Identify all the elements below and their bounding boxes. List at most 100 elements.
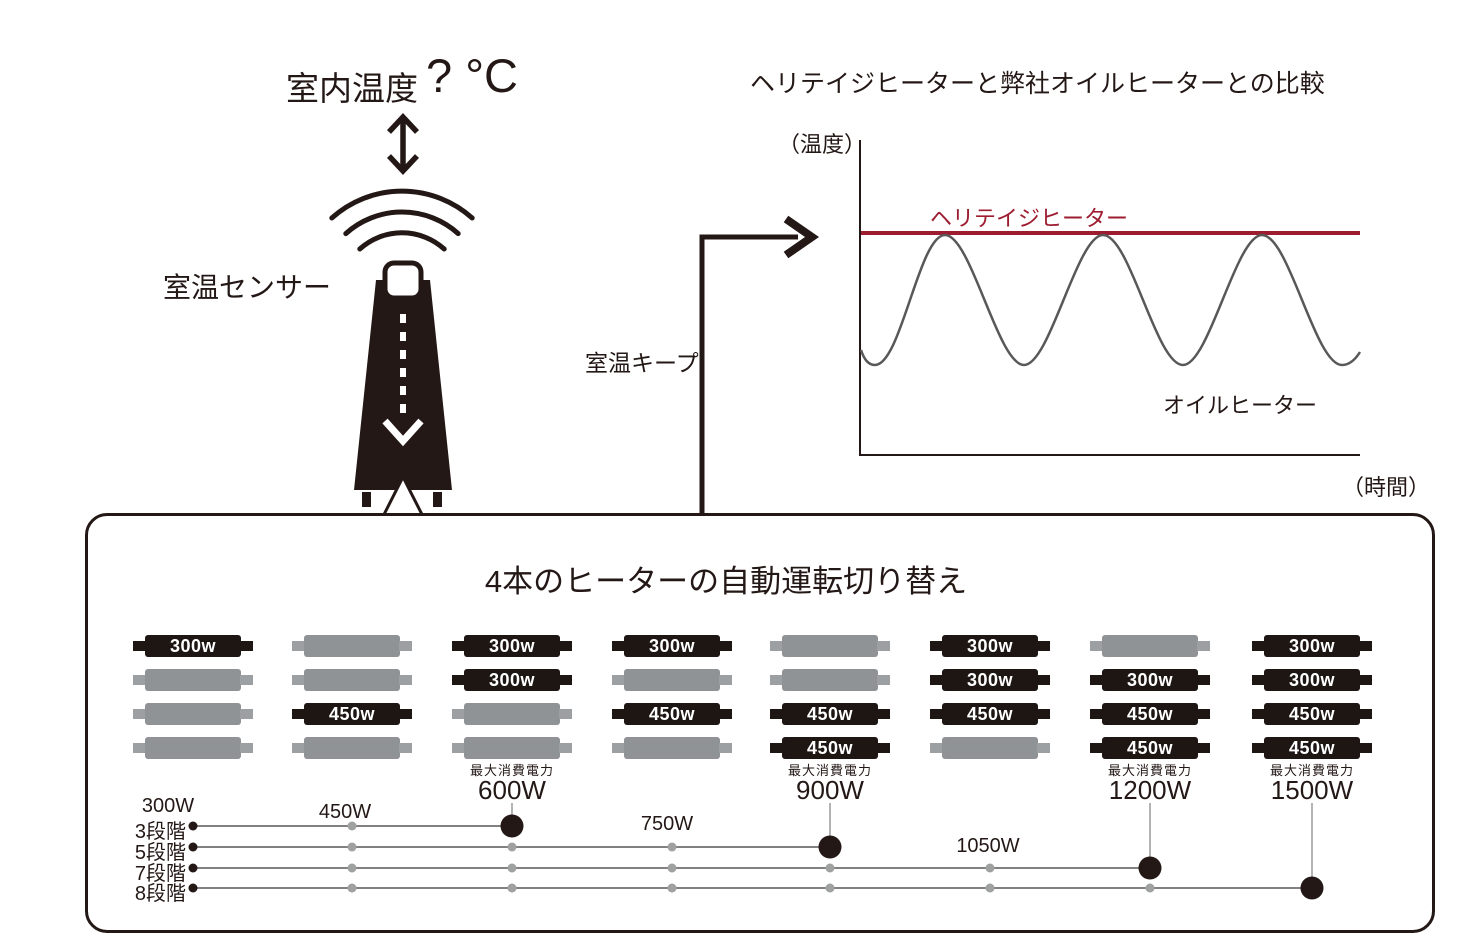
heater-bar-end-right	[1197, 675, 1210, 685]
heater-bar-end-left	[133, 675, 146, 685]
heater-bar-end-right	[399, 641, 412, 651]
heater-bar-end-right	[1037, 641, 1050, 651]
heater-bar-end-right	[1037, 709, 1050, 719]
heater-bar-end-right	[559, 641, 572, 651]
heater-bar-wattage: 450w	[966, 703, 1014, 724]
y-axis-label: （温度）	[778, 132, 867, 157]
sensor-label: 室温センサー	[163, 272, 332, 303]
heater-bar-body: 450w	[624, 703, 720, 725]
chart-title: ヘリテイジヒーターと弊社オイルヒーターとの比較	[750, 70, 1325, 98]
heater-bar-body: 300w	[1264, 635, 1360, 657]
heater-bar-end-left	[770, 641, 783, 651]
heater-bar-body: 300w	[1264, 669, 1360, 691]
heater-bar-active: 300w	[1252, 635, 1372, 657]
heater-bar-end-left	[452, 743, 465, 753]
heater-bar-body: 450w	[942, 703, 1038, 725]
heater-bar-idle	[612, 737, 732, 759]
heater-bar-body: 300w	[1102, 669, 1198, 691]
heater-bar-wattage: 300w	[966, 635, 1014, 656]
heater-bar-end-left	[770, 709, 783, 719]
heater-bar-end-left	[1252, 675, 1265, 685]
heater-bar-end-right	[1197, 743, 1210, 753]
step-count-label: 8段階	[134, 883, 186, 905]
heater-bar-end-left	[930, 675, 943, 685]
heater-bar-wattage: 300w	[169, 635, 217, 656]
heater-bar-end-left	[292, 709, 305, 719]
heater-bar-active: 300w	[1252, 669, 1372, 691]
heater-bar-active: 300w	[612, 635, 732, 657]
heater-bar-end-left	[452, 709, 465, 719]
heater-bar-active: 300w	[452, 635, 572, 657]
heater-bar-end-left	[1090, 743, 1103, 753]
heater-bar-end-left	[292, 743, 305, 753]
max-power-caption: 最大消費電力	[469, 763, 554, 778]
heater-bar-idle	[133, 737, 253, 759]
max-power-value: 1200W	[1108, 775, 1192, 805]
heater-bar-wattage: 300w	[488, 635, 536, 656]
heater-bar-end-left	[133, 709, 146, 719]
heater-bar-wattage: 450w	[1126, 703, 1174, 724]
heater-bar-body: 300w	[464, 669, 560, 691]
heater-bar-end-left	[1090, 675, 1103, 685]
step-count-label: 7段階	[134, 863, 186, 885]
heater-bar-end-left	[930, 641, 943, 651]
heater-bar-idle	[770, 669, 890, 691]
heater-bar-end-right	[719, 675, 732, 685]
heater-bar-end-right	[877, 641, 890, 651]
heater-bar-body: 300w	[942, 635, 1038, 657]
heater-bar-end-right	[240, 743, 253, 753]
heater-bar-body	[145, 737, 241, 759]
heater-bar-end-right	[1197, 641, 1210, 651]
max-power-caption: 最大消費電力	[1269, 763, 1354, 778]
watt-tick-label: 1050W	[956, 835, 1020, 857]
heater-bar-body	[464, 703, 560, 725]
heater-bar-end-left	[770, 675, 783, 685]
heater-bar-end-right	[399, 709, 412, 719]
heater-bar-wattage: 300w	[1288, 635, 1336, 656]
heater-bar-end-right	[1359, 743, 1372, 753]
heater-bar-active: 450w	[930, 703, 1050, 725]
heater-bar-end-left	[292, 675, 305, 685]
heater-bar-end-right	[719, 743, 732, 753]
heater-bar-wattage: 450w	[1126, 737, 1174, 758]
heritage-heater-label: ヘリテイジヒーター	[930, 206, 1129, 231]
heater-bar-idle	[292, 737, 412, 759]
heater-bar-end-right	[877, 709, 890, 719]
heater-bar-active: 300w	[930, 635, 1050, 657]
room-temp-label: 室内温度	[286, 70, 418, 107]
heater-bar-body	[782, 635, 878, 657]
heater-bar-body: 450w	[782, 703, 878, 725]
heater-bar-body: 450w	[1264, 703, 1360, 725]
heater-bar-body: 300w	[624, 635, 720, 657]
heater-bar-end-left	[133, 743, 146, 753]
heater-bar-wattage: 450w	[806, 703, 854, 724]
heater-bar-end-right	[240, 709, 253, 719]
heater-bar-end-right	[1197, 709, 1210, 719]
oil-heater-label: オイルヒーター	[1163, 393, 1318, 418]
heater-bar-end-left	[292, 641, 305, 651]
heater-bar-body	[624, 669, 720, 691]
heater-bar-end-left	[1252, 709, 1265, 719]
heater-bar-wattage: 450w	[1288, 737, 1336, 758]
heater-bar-active: 300w	[930, 669, 1050, 691]
watt-tick-label: 300W	[141, 795, 195, 817]
heater-bar-body	[624, 737, 720, 759]
heater-bar-end-right	[719, 709, 732, 719]
heater-bar-active: 450w	[1090, 703, 1210, 725]
heater-bar-end-left	[612, 743, 625, 753]
heater-bar-end-left	[1252, 743, 1265, 753]
max-power-value: 900W	[796, 775, 864, 805]
heater-bar-idle	[612, 669, 732, 691]
heater-bar-idle	[452, 737, 572, 759]
heater-bar-end-left	[1090, 641, 1103, 651]
heater-bar-end-right	[240, 675, 253, 685]
heater-bar-end-left	[930, 743, 943, 753]
room-temp-value: ? °C	[426, 49, 518, 102]
heater-bar-end-right	[559, 743, 572, 753]
heater-bar-active: 300w	[133, 635, 253, 657]
heater-bar-body: 300w	[942, 669, 1038, 691]
heater-bar-end-right	[1037, 743, 1050, 753]
heater-bar-body: 450w	[1102, 703, 1198, 725]
heater-bar-wattage: 450w	[328, 703, 376, 724]
